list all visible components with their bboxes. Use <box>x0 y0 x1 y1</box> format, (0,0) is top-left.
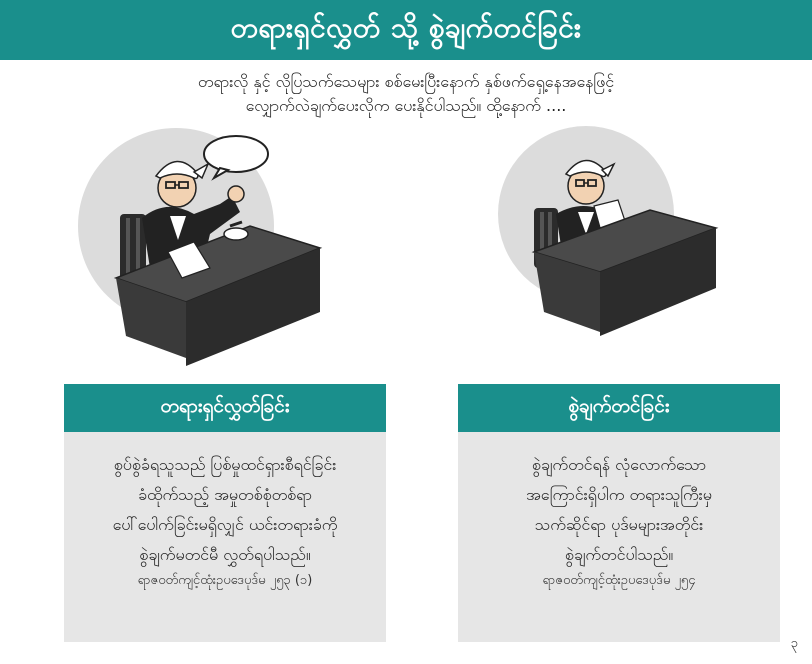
charge-card-line: စွဲချက်တင်ရန် လုံလောက်သော <box>531 455 707 474</box>
charge-card-title: စွဲချက်တင်ခြင်း <box>568 395 670 417</box>
intro-line-2: လျှောက်လဲချက်ပေးလိုက ပေးနိုင်ပါသည်။ ထို့… <box>245 96 567 115</box>
gavel-icon <box>223 220 249 241</box>
charge-card-line: သက်ဆိုင်ရာ ပုဒ်မများအတိုင်း <box>534 515 704 534</box>
judge-illustration <box>498 126 719 336</box>
intro-text: တရားလို နှင့် လိုပြသက်သေများ စစ်မေးပြီးန… <box>60 70 752 118</box>
judge-illustration <box>78 128 323 366</box>
page-number: ၃ <box>790 636 798 651</box>
charge-card-line: စွဲချက်တင်ပါသည်။ <box>564 545 674 564</box>
acquittal-card-line: စွပ်စွဲခံရသူသည် ပြစ်မှုထင်ရှားစီရင်ခြင်း <box>113 455 337 474</box>
charge-card-body: စွဲချက်တင်ရန် လုံလောက်သော အကြောင်းရှိပါက… <box>458 432 780 570</box>
acquittal-card-line: စွဲချက်မတင်မီ လွှတ်ရပါသည်။ <box>139 545 311 564</box>
document-icon <box>167 241 211 279</box>
page-title: တရားရှင်လွှတ် သို့ စွဲချက်တင်ခြင်း <box>230 11 582 44</box>
judge-speaking-scene <box>70 118 370 378</box>
acquittal-card-reference: ရာဇဝတ်ကျင့်ထုံးဥပဒေပုဒ်မ ၂၅၃ (၁) <box>137 573 313 588</box>
judge-reading-scene <box>490 118 750 358</box>
intro-line-1: တရားလို နှင့် လိုပြသက်သေများ စစ်မေးပြီးန… <box>197 72 615 91</box>
charge-card-line: အကြောင်းရှိပါက တရားသူကြီးမှ <box>526 485 712 504</box>
acquittal-card-body: စွပ်စွဲခံရသူသည် ပြစ်မှုထင်ရှားစီရင်ခြင်း… <box>64 432 386 570</box>
title-banner: တရားရှင်လွှတ် သို့ စွဲချက်တင်ခြင်း <box>0 0 812 60</box>
charge-card: စွဲချက်တင်ခြင်း စွဲချက်တင်ရန် လုံလောက်သေ… <box>458 384 780 642</box>
acquittal-card-line: ပေါ်ပေါက်ခြင်းမရှိလျှင် ယင်းတရားခံကို <box>112 515 338 534</box>
charge-card-reference: ရာဇဝတ်ကျင့်ထုံးဥပဒေပုဒ်မ ၂၅၄ <box>542 573 696 588</box>
charge-card-header: စွဲချက်တင်ခြင်း <box>458 384 780 432</box>
acquittal-card-title: တရားရှင်လွှတ်ခြင်း <box>160 395 290 417</box>
acquittal-card-header: တရားရှင်လွှတ်ခြင်း <box>64 384 386 432</box>
acquittal-card: တရားရှင်လွှတ်ခြင်း စွပ်စွဲခံရသူသည် ပြစ်မ… <box>64 384 386 642</box>
speech-bubble-icon <box>203 135 269 181</box>
acquittal-card-line: ခံထိုက်သည့် အမှုတစ်စုံတစ်ရာ <box>138 485 312 504</box>
